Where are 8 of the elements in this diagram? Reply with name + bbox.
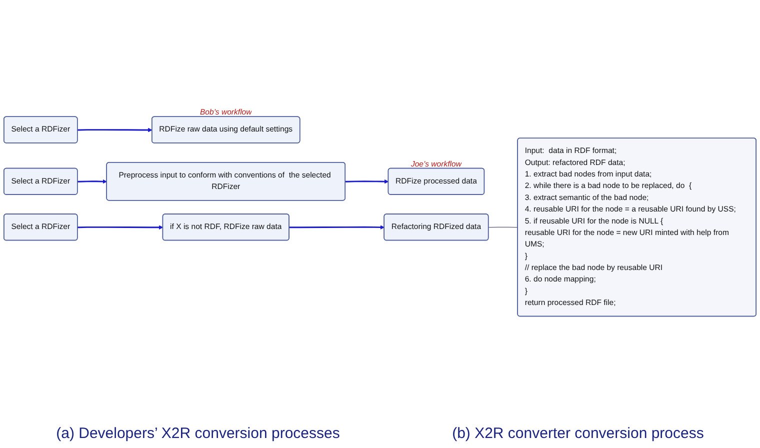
arrow [78,225,164,230]
arrow [78,128,152,132]
panel-caption: (b) X2R converter conversion process [452,425,704,442]
arrow [78,179,108,184]
connector [488,226,518,228]
panel-caption: (a) Developers’ X2R conversion processes [56,425,340,442]
arrow [345,179,389,184]
arrow [289,225,385,230]
